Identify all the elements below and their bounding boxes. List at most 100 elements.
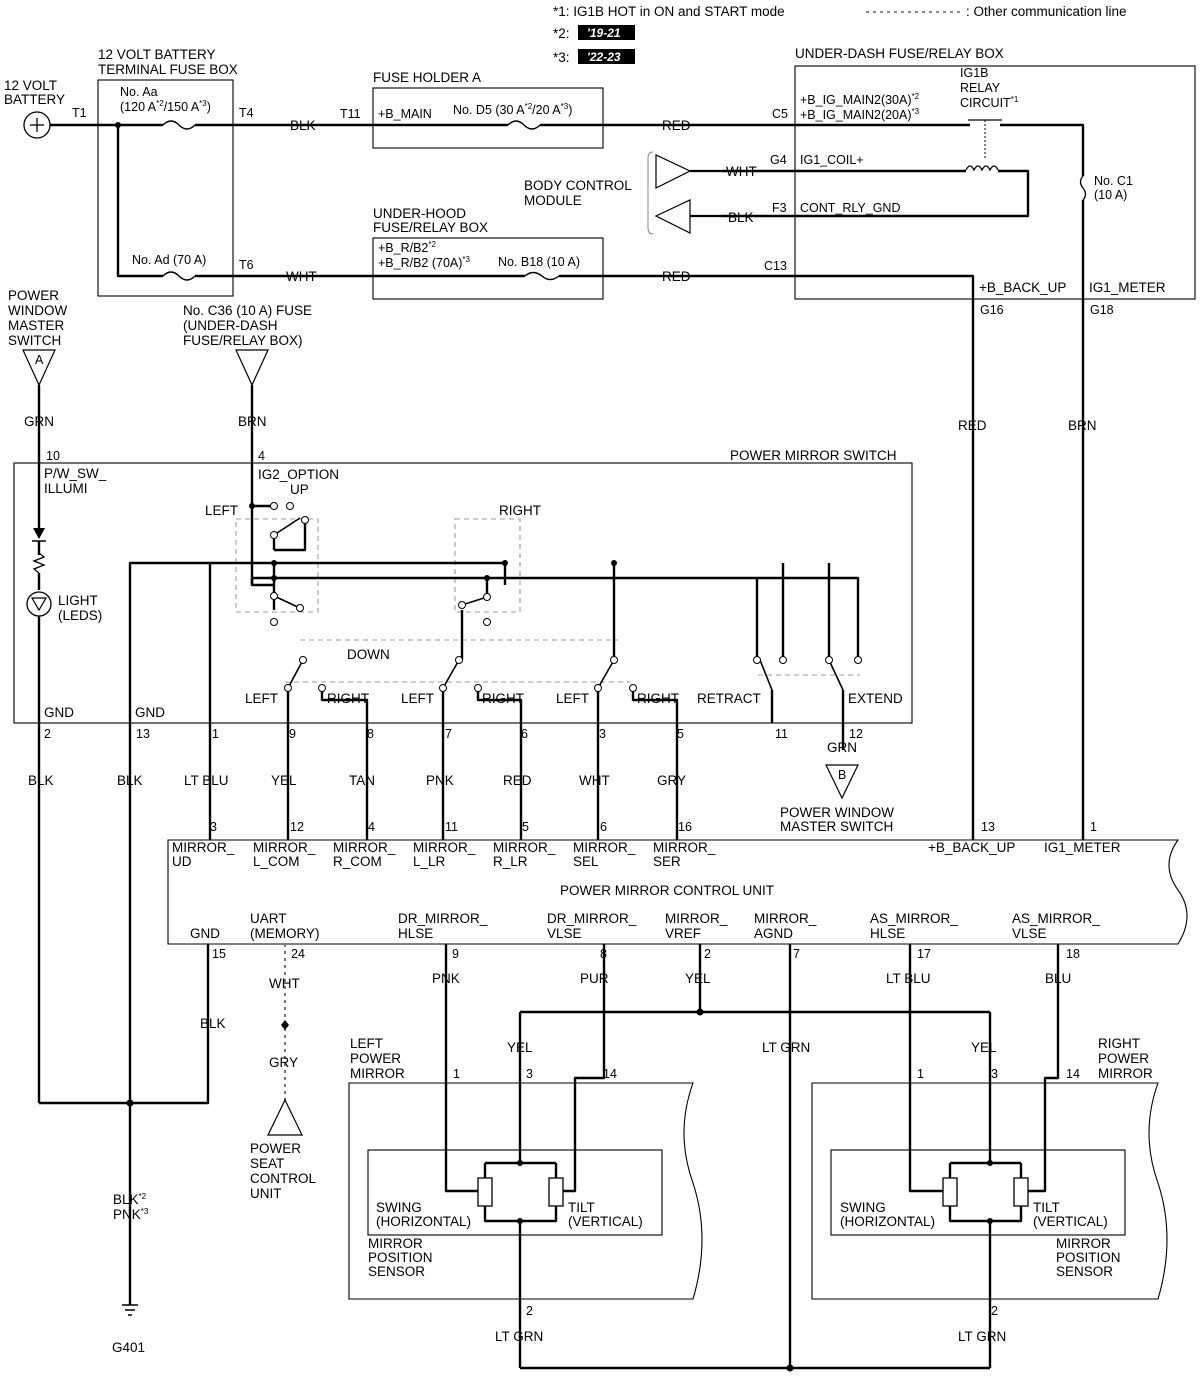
note-3-label: *3: [553,50,570,65]
b-back-up-label: +B_BACK_UP [979,280,1066,295]
tfb-label-1: 12 VOLT BATTERY [98,47,216,62]
pin-4: 4 [258,449,265,463]
switch-wire-labels: BLK BLK LT BLU YEL TAN PNK RED WHT GRY [28,773,686,788]
left-swing-resistor-icon [477,1177,493,1207]
pmcu-pin-2: 2 [704,947,711,961]
battery-label-2: BATTERY [4,92,65,107]
pmcu-label-agnd-2: AGND [754,926,793,941]
pmcu-label-ash-1: AS_MIRROR_ [870,911,958,926]
splice-b [271,575,277,581]
label-extend: EXTEND [848,691,903,706]
wire-label-blk-bcm: BLK [728,210,754,225]
terminal-t11: T11 [340,107,361,121]
left-sensor-top-dot [517,1160,523,1166]
pmcu-label-rlr-1: MIRROR_ [493,840,556,855]
pmcu-label-ser-2: SER [653,854,681,869]
wl-pnk3-g401: PNK*3 [113,1207,149,1222]
wl-ltgrn-right: LT GRN [958,1329,1006,1344]
relay-label-1: IG1B [960,66,989,80]
underdash-box: UNDER-DASH FUSE/RELAY BOX IG1B RELAY CIR… [764,46,1196,317]
switch-blades [287,659,844,691]
note-3-badge-text: '22-23 [587,50,621,64]
underdash-title: UNDER-DASH FUSE/RELAY BOX [795,46,1004,61]
ground-g401: G401 [112,1340,145,1355]
pin-8: 8 [367,727,374,741]
left-swing-2: (HORIZONTAL) [376,1214,471,1229]
left-tilt-resistor-icon [548,1177,564,1207]
fuse-d5-icon [507,120,541,130]
wire-dr-hlse [444,944,482,1193]
pmcu-pin-18: 18 [1066,947,1080,961]
splice-agnd [786,1364,794,1372]
wire-vref [518,944,992,1163]
pmcu-label-rcom-2: R_COM [333,854,382,869]
connector-a-triangle [22,349,56,387]
right-power-mirror: RIGHT POWER MIRROR 1 3 14 2 SWING (HORIZ… [811,1036,1168,1318]
label-retract: RETRACT [697,691,761,706]
right-swing-resistor-icon [942,1177,958,1207]
label-l2: LEFT [401,691,434,706]
c36-label-1: No. C36 (10 A) FUSE [183,303,312,318]
power-wires: BLK RED WHT RED WHT BLK RED BRN [50,118,1097,840]
note-3-badge [578,49,635,64]
left-power-mirror: LEFT POWER MIRROR 1 3 14 2 SWING (HORIZO… [348,1036,703,1318]
wire-as-vlse [1021,944,1060,1193]
underhood-box: UNDER-HOOD FUSE/RELAY BOX +B_R/B2*2 +B_R… [372,206,604,300]
seat-unit-3: CONTROL [250,1171,316,1186]
wl-blk2-g401: BLK*2 [113,1192,147,1207]
wire-dr-vlse [556,944,606,1193]
right-mps-1: MIRROR [1056,1236,1111,1251]
note-2-label: *2: [553,26,570,41]
fuse-holder-a-title: FUSE HOLDER A [373,70,481,85]
note-comm: : Other communication line [966,4,1127,19]
pmcu-label-ig1meter: IG1_METER [1044,840,1121,855]
left-mirror-1: LEFT [350,1036,383,1051]
left-mps-3: SENSOR [368,1264,425,1279]
switch-dash-links [285,639,860,683]
wire-gnd-15 [39,944,210,1105]
pmcu-label-ash-2: HLSE [870,926,905,941]
label-r3: RIGHT [637,691,679,706]
left-mps-1: MIRROR [368,1236,423,1251]
left-sensor-bridge [483,1161,558,1223]
pmcu-pin-1: 1 [1090,820,1097,834]
pmcu-pin-13: 13 [981,820,995,834]
left-mirror-2: POWER [350,1051,401,1066]
pmcu-pin-24: 24 [291,947,305,961]
pmcu-label-rcom-1: MIRROR_ [333,840,396,855]
bcm-input-triangle [654,199,691,234]
wire-to-bottom [37,723,212,1103]
left-tilt-1: TILT [568,1200,595,1215]
pw-master-label-1: POWER [8,288,59,303]
seat-unit-1: POWER [250,1141,301,1156]
wire-ig2-bus [250,576,860,658]
pmcu-label-sel-2: SEL [573,854,599,869]
relay-label-2: RELAY [960,81,1001,95]
splice-d [502,560,508,566]
wl-blu-as: BLU [1045,971,1071,986]
ig1-meter-label: IG1_METER [1089,280,1166,295]
sw-down-right-blade [461,596,488,606]
pmcu-pin-6: 6 [600,820,607,834]
fuse-ad-icon [162,271,196,281]
wire-label-blk-top: BLK [290,118,316,133]
pmcu-label-drh-1: DR_MIRROR_ [398,911,488,926]
wl-blk-gnd: BLK [200,1016,226,1031]
wire-label-red-b18: RED [662,269,691,284]
right-sensor-box [830,1149,1126,1236]
pw-master-switch-a: POWER WINDOW MASTER SWITCH A GRN [8,288,67,429]
bcm-bracket [647,151,654,235]
terminal-fuse-box: 12 VOLT BATTERY TERMINAL FUSE BOX No. Aa… [97,47,254,297]
wire-retract-extend [755,563,831,658]
tfb-label-2: TERMINAL FUSE BOX [98,62,238,77]
pmcu-label-ser-1: MIRROR_ [653,840,716,855]
b-r-b2-70a-label: +B_R/B2 (70A)*3 [378,255,471,270]
left-mps-2: POSITION [368,1250,433,1265]
pmcu-label-vref-2: VREF [665,926,701,941]
resistor-icon [32,552,46,574]
b-ig-main2-20a: +B_IG_MAIN2(20A)*3 [800,107,920,122]
right-pin-1: 1 [917,1067,924,1081]
pmcu-pin-16: 16 [678,820,692,834]
legend-notes: *1: IG1B HOT in ON and START mode *2: '1… [553,4,1127,65]
pmcu-pin-3: 3 [210,820,217,834]
